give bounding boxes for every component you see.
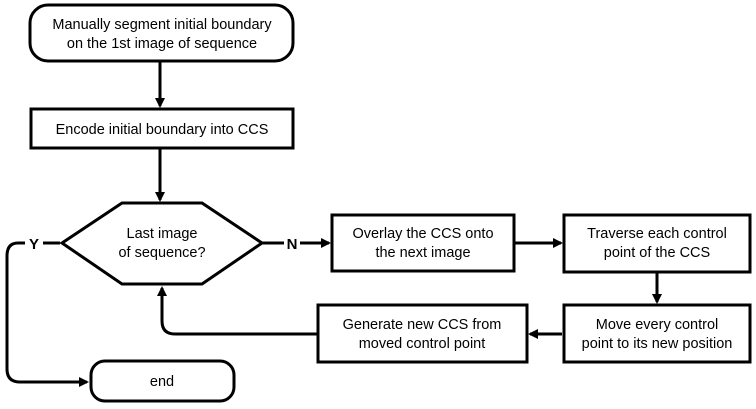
node-generate-line2: moved control point bbox=[359, 336, 486, 352]
node-decision: Last image of sequence? bbox=[59, 201, 265, 286]
edges bbox=[5, 62, 662, 387]
node-encode: Encode initial boundary into CCS bbox=[29, 107, 295, 150]
node-start-line2: on the 1st image of sequence bbox=[67, 36, 257, 52]
node-end-line1: end bbox=[150, 374, 174, 390]
node-start: Manually segment initial boundary on the… bbox=[28, 3, 295, 63]
node-start-line1: Manually segment initial boundary bbox=[52, 17, 272, 33]
node-move: Move every control point to its new posi… bbox=[562, 303, 752, 364]
node-traverse-line1: Traverse each control bbox=[587, 226, 727, 242]
node-encode-line1: Encode initial boundary into CCS bbox=[56, 122, 269, 138]
edge-yes-to-end bbox=[5, 241, 89, 387]
node-decision-line1: Last image bbox=[127, 226, 198, 242]
edge-generate-to-decision bbox=[157, 286, 318, 336]
node-overlay: Overlay the CCS onto the next image bbox=[330, 213, 516, 273]
node-move-line2: point to its new position bbox=[582, 336, 733, 352]
node-generate-line1: Generate new CCS from bbox=[343, 317, 502, 333]
edge-label-yes: Y bbox=[29, 236, 39, 253]
node-traverse-line2: point of the CCS bbox=[604, 245, 710, 261]
node-overlay-line2: the next image bbox=[375, 245, 470, 261]
edge-label-no: N bbox=[287, 236, 298, 253]
node-move-line1: Move every control bbox=[596, 317, 719, 333]
node-end: end bbox=[89, 359, 236, 403]
node-generate: Generate new CCS from moved control poin… bbox=[316, 303, 529, 364]
node-traverse: Traverse each control point of the CCS bbox=[562, 213, 752, 274]
node-overlay-line1: Overlay the CCS onto bbox=[352, 226, 493, 242]
node-decision-line2: of sequence? bbox=[118, 245, 205, 261]
